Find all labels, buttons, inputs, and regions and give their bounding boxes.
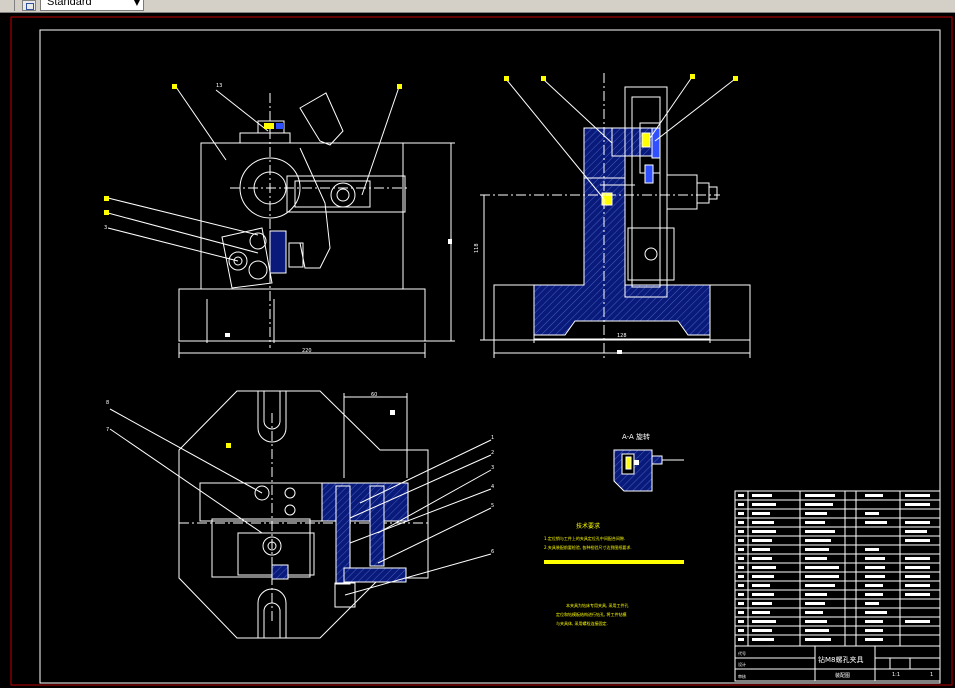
tech-req-title: 技术要求 <box>576 522 600 530</box>
title-label-code: 代号 <box>738 650 746 656</box>
callout-marker <box>733 76 738 81</box>
style-dropdown[interactable]: Standard ▼ <box>40 0 144 11</box>
style-dropdown-value: Standard <box>47 0 92 8</box>
callout-marker <box>541 76 546 81</box>
top-view-block <box>271 564 289 580</box>
note-line1: 本夹具为钻床专用夹具, 采用工件孔 <box>566 602 629 608</box>
front-view-callouts <box>107 86 400 262</box>
side-view <box>480 73 751 358</box>
right-callout-6: 6 <box>491 549 494 555</box>
top-view-pin <box>335 485 351 585</box>
parts-list <box>734 490 941 682</box>
dim-118-label: 118 <box>474 243 480 253</box>
style-manager-icon[interactable] <box>22 0 36 11</box>
right-callout-3: 3 <box>491 465 494 471</box>
drawing-svg: 220 13 3 <box>10 16 953 686</box>
chevron-down-icon[interactable]: ▼ <box>133 0 140 7</box>
top-view-bar <box>343 567 407 583</box>
toolbar-separator <box>0 0 15 11</box>
title-label-checker: 审核 <box>738 673 746 679</box>
top-view-section <box>321 482 409 522</box>
title-label-designer: 设计 <box>738 661 746 667</box>
right-callout-5: 5 <box>491 503 494 509</box>
callout-13-label: 13 <box>216 83 222 89</box>
callout-8-label: 8 <box>106 400 109 406</box>
title-drawing-name: 钻M8螺孔夹具 <box>818 655 864 664</box>
side-view-callouts <box>505 76 736 200</box>
top-view-pin <box>369 485 385 567</box>
title-sheet: 1 <box>930 672 933 678</box>
tech-req-line1: 1.定位销与工件上的夹具定位孔中间配合间隙. <box>544 535 625 541</box>
right-callout-2: 2 <box>491 450 494 456</box>
dim-marker <box>617 350 622 354</box>
right-callout-4: 4 <box>491 484 494 490</box>
callout-marker <box>504 76 509 81</box>
section-marker <box>634 460 639 465</box>
drawing-canvas[interactable]: 220 13 3 <box>0 13 955 688</box>
callout-marker <box>104 210 109 215</box>
callout-marker <box>172 84 177 89</box>
section-aa-label: A-A 旋转 <box>622 432 650 441</box>
title-sub-name: 装配图 <box>835 672 850 679</box>
dim-60-label: 60 <box>371 392 377 398</box>
drawing-frame <box>39 29 941 684</box>
callout-marker <box>397 84 402 89</box>
title-scale: 1:1 <box>892 672 900 678</box>
section-aa-detail <box>613 449 684 492</box>
toolbar: Standard ▼ <box>0 0 955 13</box>
parts-list-entries <box>738 494 930 641</box>
callout-marker <box>690 74 695 79</box>
dim-marker <box>390 410 395 415</box>
note-line2: 定位和钻模板结构进行钻孔, 将工件钻模 <box>556 611 627 617</box>
note-line3: 与夹具体, 采用螺栓连接固定. <box>556 620 608 626</box>
dim-128-label: 128 <box>617 333 627 339</box>
dim-marker <box>225 333 230 337</box>
top-view-callouts <box>109 408 492 596</box>
tech-req-line2: 2.夹具装配前要检验, 各种检验尺寸达到图纸要求. <box>544 544 632 550</box>
section-marker <box>276 123 284 129</box>
right-callout-1: 1 <box>491 435 494 441</box>
callout-marker <box>104 196 109 201</box>
top-view-nut <box>334 582 356 608</box>
tech-req-highlight <box>544 560 684 564</box>
sheet-red-border <box>10 16 953 686</box>
callout-marker <box>226 443 231 448</box>
callout-3-label: 3 <box>104 225 107 231</box>
dim-marker <box>448 239 452 244</box>
dim-220-label: 220 <box>302 348 312 354</box>
callout-marker <box>264 123 274 129</box>
callout-7-label: 7 <box>106 427 109 433</box>
